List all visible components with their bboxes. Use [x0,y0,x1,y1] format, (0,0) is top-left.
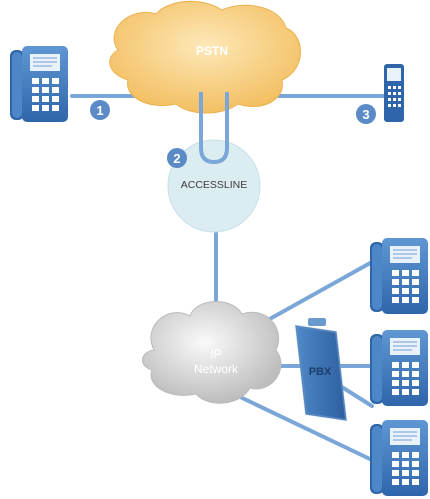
badge-1: 1 [90,100,110,120]
desk-phone-ip-top [370,238,428,314]
ip-network-label-line2: Network [194,362,239,376]
pbx-box: PBX [294,318,348,422]
mobile-phone-icon [384,64,404,122]
pstn-label: PSTN [196,44,228,58]
badge-3-number: 3 [362,107,369,122]
ip-network-cloud: IP Network [142,301,282,404]
desk-phone-left [10,46,68,122]
accessline-node: ACCESSLINE [167,92,261,233]
desk-phone-ip-mid [370,330,428,406]
badge-2-number: 2 [173,151,180,166]
accessline-label: ACCESSLINE [181,179,248,191]
pbx-label: PBX [309,366,332,378]
accessline-loop [199,92,229,165]
ip-network-label-line1: IP [210,347,221,361]
desk-phone-ip-bottom [370,420,428,496]
badge-1-number: 1 [96,103,103,118]
pstn-cloud: PSTN [109,0,301,114]
line-ip-phone-bottom [234,393,374,462]
badge-2: 2 [167,148,187,168]
badge-3: 3 [356,104,376,124]
